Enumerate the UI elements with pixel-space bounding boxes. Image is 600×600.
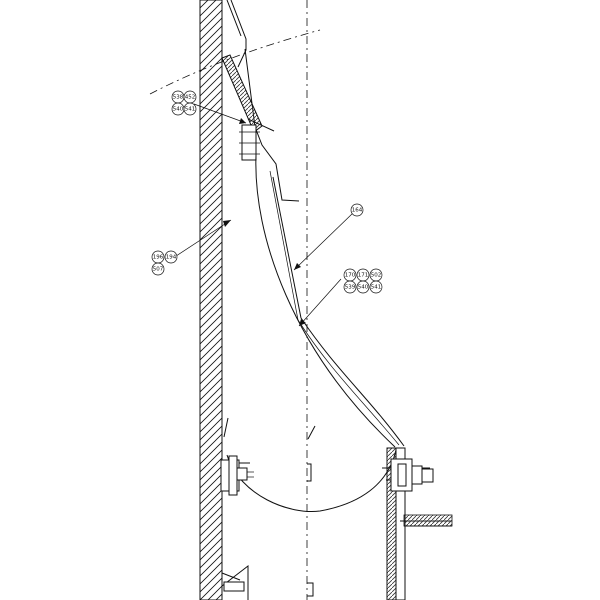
callout-bubble: [164, 250, 178, 264]
right-lower-bracket: [382, 447, 453, 600]
callout-label: 170: [345, 273, 356, 279]
callout-label: 541: [371, 285, 382, 291]
callout-group-right: 170 171 502 539 540 541: [343, 268, 383, 294]
callout-label: 171: [358, 273, 369, 279]
callout-label: 196: [153, 255, 164, 261]
leader-lines: [169, 103, 354, 327]
callout-label: 538: [173, 95, 184, 101]
callout-label: 539: [345, 285, 356, 291]
callout-label: 540: [173, 107, 184, 113]
wall-section: [199, 0, 223, 600]
center-lower-details: [307, 425, 316, 597]
callout-bubble: [343, 280, 357, 294]
callout-bubble: [183, 102, 197, 116]
callout-bubble: [369, 280, 383, 294]
top-bracket-lines: [226, 0, 300, 202]
curved-panels: [255, 154, 405, 448]
callout-label: 502: [371, 273, 382, 279]
upper-dashed-arc: [149, 29, 321, 95]
callout-single: 164: [350, 203, 364, 217]
callout-label: 194: [166, 255, 177, 261]
callout-label: 541: [185, 107, 196, 113]
callout-bubble: [151, 262, 165, 276]
callout-bubble: [350, 203, 364, 217]
callout-label: 540: [358, 285, 369, 291]
callout-label: 164: [352, 208, 363, 214]
callout-label: 452: [185, 95, 196, 101]
callout-label: 507: [153, 267, 164, 273]
callout-group-top: 538 452 540 541: [171, 90, 197, 116]
hatched-bracket: [221, 54, 275, 161]
left-lower-bracket: [220, 417, 254, 600]
lower-arc: [226, 449, 397, 513]
callout-group-left: 196 194 507: [151, 250, 178, 276]
callout-bubble: [356, 280, 370, 294]
